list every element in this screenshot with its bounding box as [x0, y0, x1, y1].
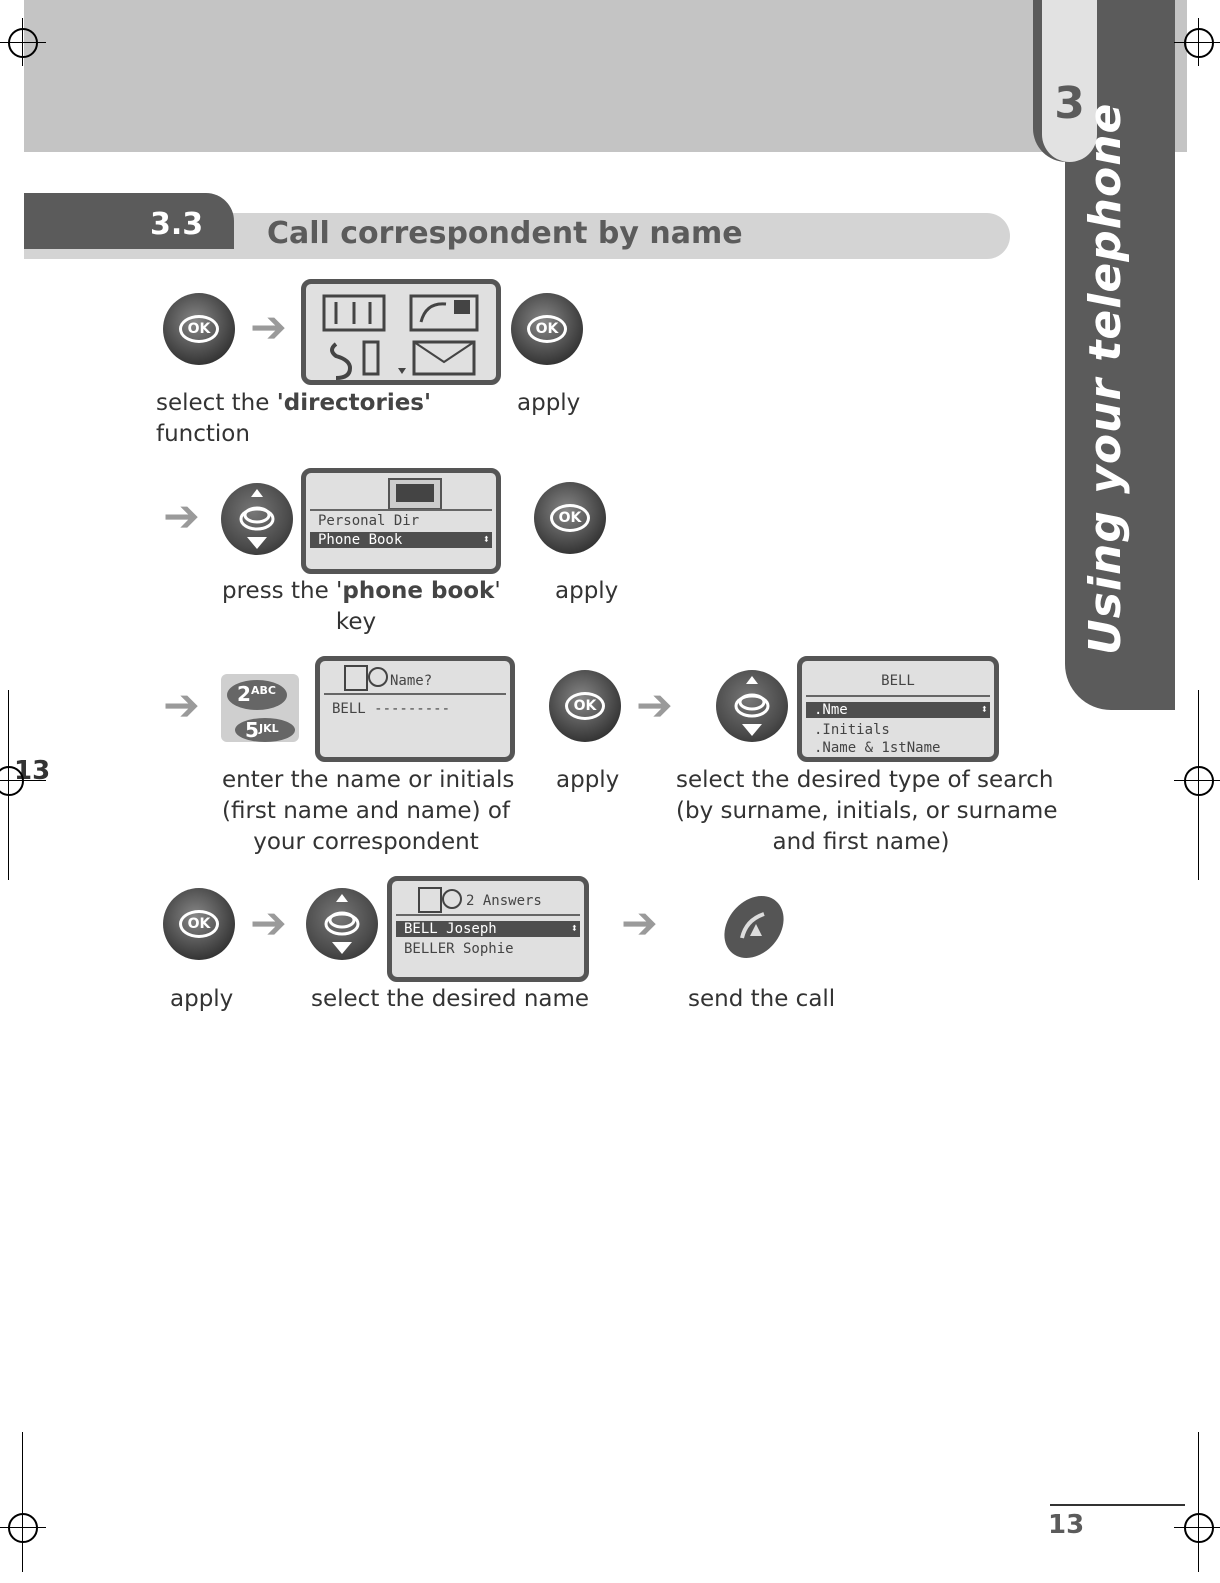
result-item: BELLER Sophie — [404, 941, 514, 957]
arrow-right-icon: ➔ — [163, 680, 200, 731]
chapter-title: Using your telephone — [1080, 102, 1131, 655]
chapter-number-tab-inner — [1042, 0, 1097, 162]
result-item-selected: BELL Joseph — [396, 921, 580, 937]
screen-item-selected: Phone Book — [310, 532, 492, 548]
caption-press-phone-book: press the 'phone book' key — [222, 578, 501, 635]
search-icon — [368, 667, 388, 687]
handset-icon — [362, 340, 380, 376]
call-key-icon — [716, 892, 792, 966]
navigation-key-icon — [306, 888, 378, 960]
directory-icon — [388, 478, 442, 510]
search-icon — [442, 889, 462, 909]
ok-label: OK — [527, 315, 567, 343]
handset-icon — [344, 665, 368, 691]
caption-apply: apply — [555, 578, 619, 604]
results-count: 2 Answers — [466, 893, 542, 909]
section-title: Call correspondent by name — [267, 216, 743, 251]
directory-icon — [322, 294, 386, 332]
directory-screen: Personal Dir Phone Book ⬍ — [301, 468, 501, 574]
key-2-icon: 2 ABC — [227, 680, 287, 710]
page-number-rule — [1050, 1504, 1185, 1506]
search-option: .Initials — [814, 722, 890, 738]
arrow-right-icon: ➔ — [636, 680, 673, 731]
caption-search-type: select the desired type of search (by su… — [676, 767, 1058, 855]
arrow-right-icon: ➔ — [250, 898, 287, 949]
scroll-arrows-icon: ⬍ — [482, 532, 490, 546]
name-entry-field: BELL --------- — [332, 701, 451, 717]
scroll-arrows-icon: ⬍ — [570, 921, 578, 935]
navigation-key-icon — [716, 670, 788, 742]
caption-apply: apply — [517, 390, 581, 416]
scroll-arrows-icon: ⬍ — [980, 702, 988, 716]
header-band — [24, 0, 1187, 152]
ok-label: OK — [550, 504, 590, 532]
caption-apply: apply — [556, 767, 620, 793]
ok-button: OK — [549, 670, 621, 742]
ok-button: OK — [163, 888, 235, 960]
caption-apply: apply — [170, 986, 234, 1012]
handset-icon — [418, 887, 442, 913]
menu-icons — [322, 294, 479, 380]
section-number: 3.3 — [150, 207, 204, 242]
search-type-screen: BELL .Nme ⬍ .Initials .Name & 1stName — [797, 656, 999, 762]
caption-enter-name: enter the name or initials (first name a… — [222, 767, 515, 855]
page-number: 13 — [1048, 1510, 1085, 1540]
ok-button: OK — [534, 482, 606, 554]
caption-send-call: send the call — [688, 986, 836, 1012]
search-header: BELL — [881, 673, 915, 689]
arrow-right-icon: ➔ — [250, 302, 287, 353]
call-forward-icon — [409, 294, 479, 332]
ok-button: OK — [163, 293, 235, 365]
ok-button: OK — [511, 293, 583, 365]
section-number-tab — [24, 193, 234, 249]
ok-label: OK — [179, 910, 219, 938]
chapter-number: 3 — [1054, 78, 1085, 129]
caption-select-directories: select the 'directories' function — [156, 390, 432, 447]
arrow-right-icon: ➔ — [621, 898, 658, 949]
results-screen: 2 Answers BELL Joseph ⬍ BELLER Sophie — [387, 876, 589, 982]
navigation-key-icon — [221, 483, 293, 555]
caption-select-name: select the desired name — [311, 986, 590, 1012]
key-5-icon: 5 JKL — [235, 718, 295, 742]
search-option: .Name & 1stName — [814, 740, 941, 756]
name-entry-screen: Name? BELL --------- — [315, 656, 515, 762]
search-option-selected: .Nme — [806, 702, 990, 718]
name-prompt: Name? — [390, 673, 433, 689]
redial-icon — [330, 342, 353, 380]
arrow-right-icon: ➔ — [163, 491, 200, 542]
keypad-icon: 2 ABC 5 JKL — [221, 674, 299, 742]
menu-screen — [301, 279, 501, 385]
ok-label: OK — [179, 315, 219, 343]
ok-label: OK — [565, 692, 605, 720]
screen-item: Personal Dir — [318, 513, 420, 529]
envelope-icon — [412, 340, 476, 376]
